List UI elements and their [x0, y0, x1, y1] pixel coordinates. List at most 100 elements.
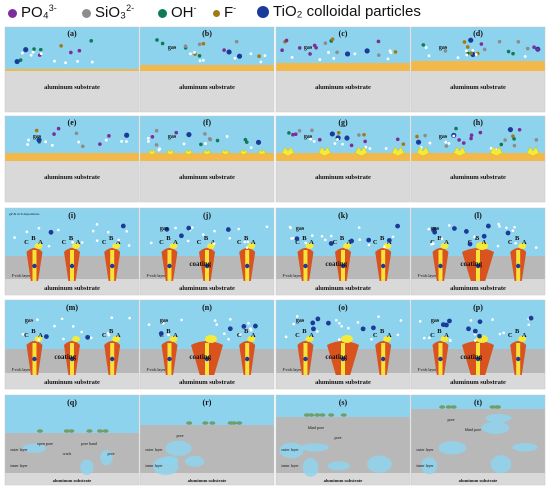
- gas-bubble: [316, 330, 319, 333]
- ion: [236, 53, 243, 59]
- gas-bubble: [290, 55, 294, 59]
- gas-bubble: [77, 140, 81, 144]
- deposit: [489, 405, 496, 409]
- ion: [415, 134, 419, 139]
- gas-bubble: [20, 51, 24, 55]
- gas-label: gas: [296, 226, 305, 232]
- substrate-label: aluminum substrate: [450, 285, 506, 292]
- substrate: [5, 473, 139, 485]
- substrate: [5, 279, 139, 295]
- substrate-label: aluminum substrate: [315, 174, 371, 181]
- tio2-particle: [467, 241, 473, 247]
- tio2-particle: [245, 263, 250, 269]
- tio2-particle: [438, 356, 443, 362]
- deposit: [450, 405, 457, 409]
- coating-label: coating: [325, 260, 347, 268]
- gas-bubble: [391, 235, 395, 239]
- gas-bubble: [288, 225, 292, 229]
- discharge-spark: [281, 146, 295, 157]
- ion: [497, 39, 502, 44]
- ion: [291, 132, 295, 137]
- pore-label: pore: [447, 417, 454, 422]
- tio2-particle: [69, 263, 75, 269]
- stage-letter: A: [38, 239, 43, 246]
- substrate: [140, 71, 274, 112]
- discharge-spark: [203, 149, 211, 155]
- panel-b: gas(b)aluminum substrate: [139, 26, 275, 113]
- ion: [329, 131, 335, 137]
- ion: [364, 48, 370, 54]
- ion: [203, 132, 207, 136]
- gas-bubble: [295, 315, 299, 318]
- stage-letter: B: [302, 328, 307, 335]
- molten-ejecta: [476, 242, 488, 250]
- ion: [197, 53, 202, 58]
- ion: [197, 42, 202, 47]
- ion: [69, 50, 73, 55]
- coating-label: coating: [460, 353, 482, 361]
- oxide-layer: [411, 153, 545, 161]
- gas-bubble: [60, 317, 64, 321]
- tio2-particle: [477, 319, 483, 325]
- tio2-particle: [381, 263, 386, 269]
- gas-bubble: [340, 324, 343, 328]
- stage-letter: A: [38, 332, 43, 339]
- stage-letter: B: [69, 235, 74, 242]
- gas-bubble: [333, 142, 337, 145]
- tio2-particle: [395, 223, 401, 229]
- tio2-particle: [158, 331, 164, 336]
- gas-bubble: [50, 143, 54, 147]
- molten-ejecta: [169, 336, 178, 342]
- gas-label: gas: [439, 134, 448, 140]
- ion: [74, 131, 79, 136]
- gas-bubble: [44, 140, 48, 144]
- deposit: [63, 429, 70, 433]
- gas-bubble: [37, 226, 41, 230]
- tio2-particle: [164, 226, 170, 232]
- discharge-spark: [490, 146, 503, 157]
- gas-bubble: [418, 320, 422, 323]
- panel-border: [139, 299, 275, 390]
- gas-bubble: [356, 321, 360, 324]
- substrate: [140, 279, 274, 295]
- pore: [512, 443, 538, 452]
- panel-border: [275, 115, 411, 203]
- gas-label: gas: [304, 45, 313, 51]
- gas-bubble: [310, 234, 314, 237]
- gas-bubble: [125, 229, 129, 233]
- tio2-particle: [349, 238, 355, 244]
- gas-bubble: [174, 226, 177, 230]
- substrate-label: aluminum substrate: [179, 174, 235, 181]
- panel-label: (d): [473, 29, 483, 38]
- oxide-layer: [411, 61, 545, 71]
- substrate: [276, 279, 410, 295]
- gas-bubble: [497, 222, 500, 226]
- panel-d: gas(d)aluminum substrate: [410, 26, 546, 113]
- gas-bubble: [498, 224, 501, 228]
- ion: [32, 47, 36, 51]
- stage-letter: C: [24, 332, 29, 339]
- ion: [457, 138, 461, 142]
- substrate-label: aluminum substrate: [450, 84, 506, 91]
- panel-label: (p): [473, 303, 483, 312]
- gas-bubble: [368, 147, 372, 150]
- ion: [478, 130, 483, 135]
- ion: [98, 142, 102, 146]
- gas-bubble: [367, 243, 371, 247]
- stage-letter: A: [522, 332, 527, 339]
- ion: [234, 39, 239, 44]
- tio2-particle: [516, 263, 521, 269]
- stage-letter: B: [109, 235, 114, 242]
- pore-label: pore band: [81, 441, 97, 446]
- gas-label: gas: [160, 226, 169, 232]
- stage-letter: A: [522, 239, 527, 246]
- stage-letter: A: [116, 332, 121, 339]
- ion: [344, 51, 351, 57]
- molten-ejecta: [305, 243, 314, 249]
- gas-label: gas: [160, 318, 169, 324]
- gas-bubble: [186, 239, 190, 243]
- gas-bubble: [212, 242, 216, 245]
- panel-label: (a): [67, 29, 77, 38]
- outer-layer-label: outer layer: [281, 447, 299, 452]
